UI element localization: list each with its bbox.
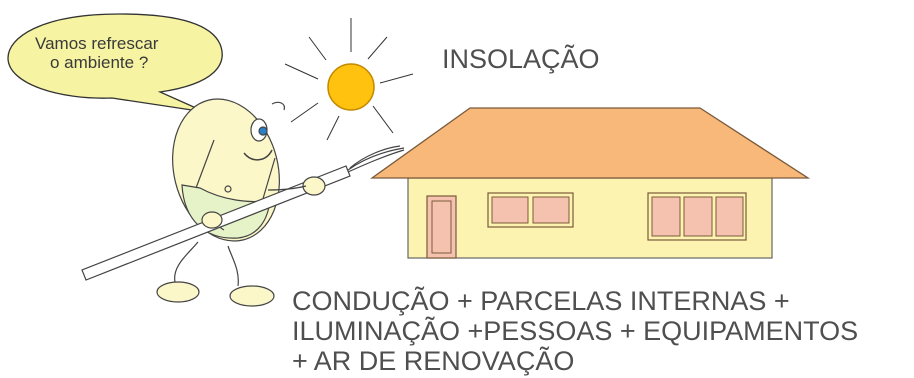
- loads-label-line-3: + AR DE RENOVAÇÃO: [292, 346, 575, 376]
- house-door: [426, 195, 457, 259]
- house-roof: [369, 107, 811, 179]
- sun-disc: [327, 63, 375, 111]
- house-window-right: [647, 192, 747, 241]
- character-iris: [258, 126, 268, 136]
- egg-character: [81, 98, 405, 307]
- character-right-foot: [229, 285, 275, 307]
- insolation-label: INSOLAÇÃO: [442, 44, 600, 74]
- speech-bubble: [7, 13, 223, 113]
- sun-rays: [284, 18, 414, 141]
- character-left-foot: [156, 281, 200, 303]
- speech-bubble-line-2: o ambiente ?: [50, 53, 149, 72]
- character-hand-right: [302, 176, 326, 196]
- house: [369, 107, 811, 259]
- house-window-left: [487, 192, 574, 228]
- character-hand-left: [201, 211, 223, 229]
- sun: [284, 18, 414, 141]
- speech-bubble-line-1: Vamos refrescar: [35, 34, 159, 53]
- loads-label-line-1: CONDUÇÃO + PARCELAS INTERNAS +: [292, 286, 790, 316]
- loads-label-line-2: ILUMINAÇÃO +PESSOAS + EQUIPAMENTOS: [292, 316, 859, 346]
